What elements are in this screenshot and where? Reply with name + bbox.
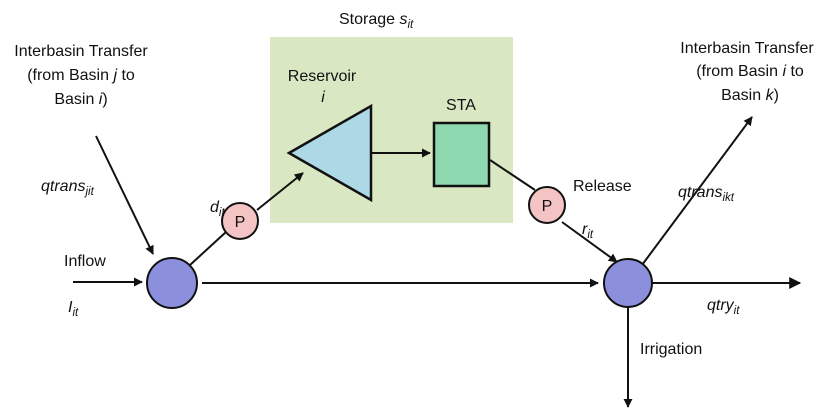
transfer-in-line2: (from Basin j to — [27, 67, 135, 84]
transfer-out-line2: (from Basin i to — [696, 63, 804, 80]
qtrans-in-label: qtransjit — [41, 178, 95, 198]
right-junction-node — [603, 258, 653, 308]
inflow-label: Inflow — [64, 253, 106, 270]
r-var-label: rit — [582, 221, 594, 241]
irrigation-label: Irrigation — [640, 341, 702, 358]
qtrans-out-label: qtransikt — [678, 184, 735, 204]
qtry-label: qtryit — [707, 297, 740, 317]
right-pump-label: P — [542, 198, 553, 215]
inflow-var-label: Iit — [68, 299, 79, 319]
qtrans-out-arrow — [641, 116, 753, 266]
d-var-label: dit — [210, 199, 225, 219]
reservoir-label: Reservoir — [288, 68, 357, 85]
right-pump — [528, 186, 566, 224]
left-pump-label: P — [235, 214, 246, 231]
sta-box — [432, 121, 491, 188]
pump-to-reservoir-arrow — [256, 172, 304, 211]
pump-to-node-arrow — [561, 221, 618, 263]
storage-title: Storage sit — [339, 11, 414, 31]
qtrans-in-arrow — [95, 135, 154, 255]
reservoir-triangle — [286, 103, 373, 203]
transfer-in-line3: Basin i) — [54, 91, 107, 108]
release-label: Release — [573, 178, 632, 195]
left-pump — [221, 202, 259, 240]
reservoir-index-label: i — [321, 89, 325, 106]
transfer-out-line1: Interbasin Transfer — [680, 40, 814, 57]
transfer-out-line3: Basin k) — [721, 87, 779, 104]
left-junction-node — [146, 257, 198, 309]
sta-to-pump-line — [489, 159, 536, 191]
node-to-pump-line — [189, 231, 227, 266]
sta-label: STA — [446, 97, 476, 114]
transfer-in-line1: Interbasin Transfer — [14, 43, 148, 60]
